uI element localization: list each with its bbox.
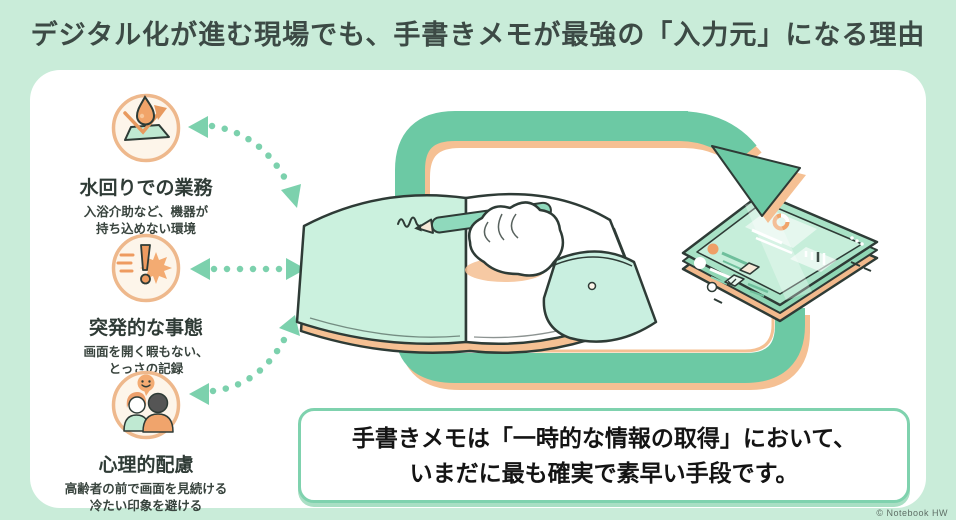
sudden-event-icon <box>101 223 191 313</box>
reason-item-sudden: 突発的な事態 画面を開く暇もない、とっさの記録 <box>26 223 266 378</box>
psychological-care-icon <box>101 360 191 450</box>
watermark: © Notebook HW <box>876 508 948 518</box>
conclusion-line-2: いまだに最も確実で素早い手段です。 <box>409 459 799 486</box>
reason-sub-line: 入浴介助など、機器が <box>83 204 209 219</box>
reason-item-psych: 心理的配慮 高齢者の前で画面を見続ける冷たい印象を避ける <box>26 360 266 515</box>
page-title: デジタル化が進む現場でも、手書きメモが最強の「入力元」になる理由 <box>30 20 926 50</box>
reason-label: 突発的な事態 <box>88 318 203 339</box>
conclusion-box: 手書きメモは「一時的な情報の取得」において、 いまだに最も確実で素早い手段です。 <box>298 408 910 503</box>
reason-item-water: 水回りでの業務 入浴介助など、機器が持ち込めない環境 <box>26 83 266 238</box>
reason-sub-line: とっさの記録 <box>108 362 184 377</box>
reason-label: 水回りでの業務 <box>79 178 213 199</box>
reason-sub: 入浴介助など、機器が持ち込めない環境 <box>26 204 266 239</box>
reason-sub: 高齢者の前で画面を見続ける冷たい印象を避ける <box>26 481 266 516</box>
reason-sub-line: 持ち込めない環境 <box>95 222 196 237</box>
conclusion-line-1: 手書きメモは「一時的な情報の取得」において、 <box>351 424 857 451</box>
reason-sub-line: 冷たい印象を避ける <box>89 499 203 514</box>
reason-label: 心理的配慮 <box>98 455 194 476</box>
water-repellent-icon <box>101 83 191 173</box>
reason-sub-line: 高齢者の前で画面を見続ける <box>64 481 228 496</box>
reason-sub: 画面を開く暇もない、とっさの記録 <box>26 344 266 379</box>
reason-sub-line: 画面を開く暇もない、 <box>83 344 209 359</box>
